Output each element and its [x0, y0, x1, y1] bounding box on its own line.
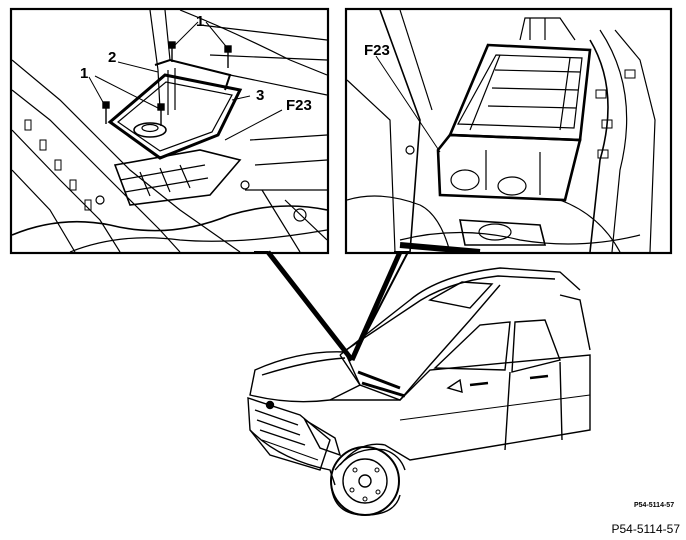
callout-1-left: 1 — [80, 65, 88, 82]
callout-1-top: 1 — [196, 13, 204, 30]
figure-id: P54-5114-57 — [611, 522, 681, 536]
left-detail-panel: 1 2 1 3 F23 — [9, 7, 330, 255]
callout-2: 2 — [108, 49, 116, 66]
callout-f23-left: F23 — [286, 97, 312, 114]
car-illustration — [247, 267, 591, 516]
right-detail-panel: F23 — [344, 7, 673, 255]
figure-id-small: P54-5114-57 — [634, 502, 674, 509]
pointer-lines — [254, 250, 410, 362]
callout-3: 3 — [256, 87, 264, 104]
callout-f23-right: F23 — [364, 42, 390, 59]
